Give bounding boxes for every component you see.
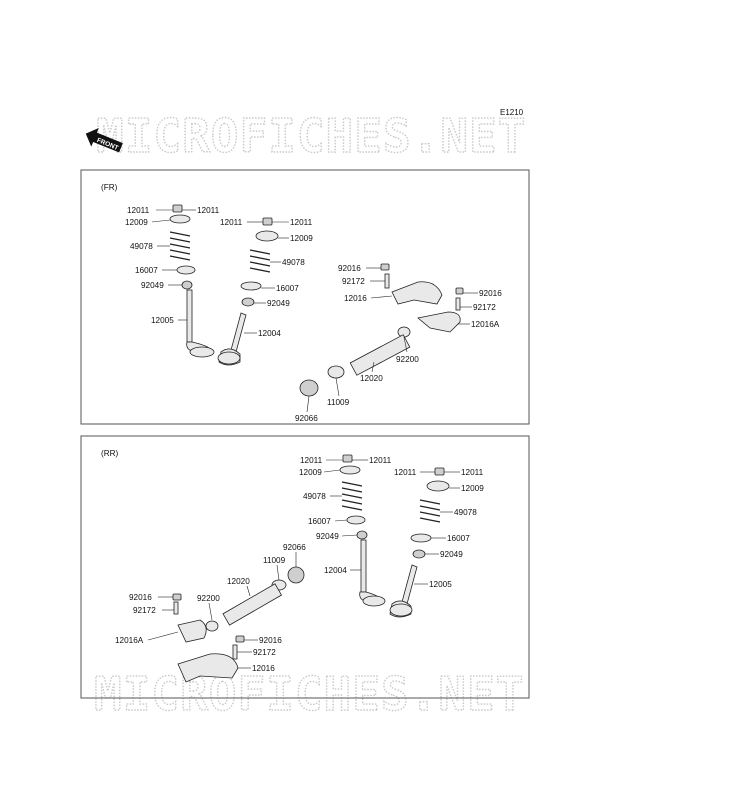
fr-label-12016a: 12016A — [471, 320, 500, 329]
fr-label-12009-b: 12009 — [290, 234, 313, 243]
rr-label-49078: 49078 — [303, 492, 326, 501]
diagram-code: E1210 — [500, 108, 524, 117]
panel-fr-frame — [80, 169, 530, 425]
rr-valve-stack-12005 — [389, 467, 450, 618]
fr-label-16007-b: 16007 — [276, 284, 299, 293]
fr-label-12011-c: 12011 — [220, 218, 243, 227]
rr-valve-stack-12004 — [339, 454, 386, 607]
panel-fr-tag: (FR) — [101, 183, 118, 192]
rr-label-16007-b: 16007 — [447, 534, 470, 543]
fr-label-12011-b: 12011 — [197, 206, 220, 215]
rr-label-11009: 11009 — [263, 556, 286, 565]
rr-label-12004: 12004 — [324, 566, 347, 575]
rr-label-92049-b: 92049 — [440, 550, 463, 559]
fr-label-12005: 12005 — [151, 316, 174, 325]
rr-rocker-assembly — [172, 566, 305, 683]
rr-leader-lines — [147, 459, 460, 669]
fr-label-92016-a: 92016 — [338, 264, 361, 273]
rr-label-12009-b: 12009 — [461, 484, 484, 493]
rr-label-92049: 92049 — [316, 532, 339, 541]
fr-label-12020: 12020 — [360, 374, 383, 383]
fr-label-12009: 12009 — [125, 218, 148, 227]
rr-label-92066: 92066 — [283, 543, 306, 552]
fr-label-49078-b: 49078 — [282, 258, 305, 267]
fr-rocker-assembly — [299, 263, 464, 397]
fr-label-92049: 92049 — [141, 281, 164, 290]
fr-label-92016-b: 92016 — [479, 289, 502, 298]
fr-label-92049-b: 92049 — [267, 299, 290, 308]
rr-label-92200: 92200 — [197, 594, 220, 603]
rr-label-12011-d: 12011 — [461, 468, 484, 477]
rr-label-12005: 12005 — [429, 580, 452, 589]
fr-label-12011-a: 12011 — [127, 206, 150, 215]
fr-label-92172-b: 92172 — [473, 303, 496, 312]
rr-label-12016a: 12016A — [115, 636, 144, 645]
fr-label-92200: 92200 — [396, 355, 419, 364]
fr-label-49078: 49078 — [130, 242, 153, 251]
rr-label-92172-a: 92172 — [133, 606, 156, 615]
panel-rr-tag: (RR) — [101, 449, 119, 458]
rr-label-12011-c: 12011 — [394, 468, 417, 477]
fr-label-12011-d: 12011 — [290, 218, 313, 227]
rr-label-12020: 12020 — [227, 577, 250, 586]
rr-label-12016: 12016 — [252, 664, 275, 673]
panel-rr-frame — [80, 435, 530, 699]
fr-label-12016: 12016 — [344, 294, 367, 303]
rr-label-92016-a: 92016 — [129, 593, 152, 602]
fr-label-12004: 12004 — [258, 329, 281, 338]
watermark-top: MICROFICHES.NET — [96, 109, 526, 163]
fr-valve-stack-12004 — [217, 217, 279, 366]
fr-label-92172-a: 92172 — [342, 277, 365, 286]
rr-label-92016-b: 92016 — [259, 636, 282, 645]
fr-label-92066: 92066 — [295, 414, 318, 423]
rr-label-16007: 16007 — [308, 517, 331, 526]
rr-label-12011-b: 12011 — [369, 456, 392, 465]
rr-label-49078-b: 49078 — [454, 508, 477, 517]
fr-label-11009: 11009 — [327, 398, 350, 407]
fr-label-16007: 16007 — [135, 266, 158, 275]
rr-label-12011-a: 12011 — [300, 456, 323, 465]
rr-label-92172-b: 92172 — [253, 648, 276, 657]
fr-leader-lines — [151, 209, 478, 413]
fr-valve-stack-12005 — [169, 204, 215, 358]
rr-label-12009: 12009 — [299, 468, 322, 477]
watermark-bottom: MICROFICHES.NET — [94, 667, 524, 721]
